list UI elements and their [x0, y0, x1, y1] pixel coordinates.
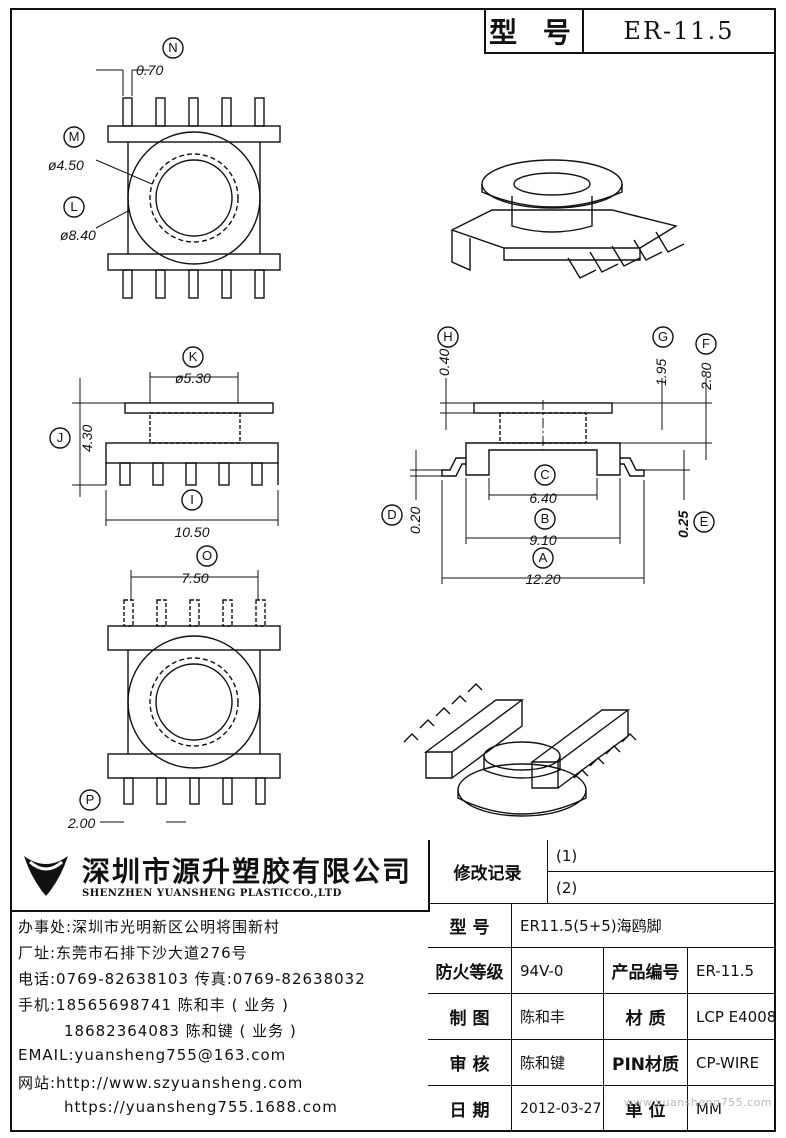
isometric-view-bottom: [403, 683, 637, 817]
info-table: 修改记录 (1) (2) 型 号 ER11.5(5+5)海鸥脚 防火等级 94V…: [428, 840, 776, 1132]
fire-rating-value: 94V-0: [512, 948, 604, 994]
dim-h-letter: H: [443, 329, 452, 344]
isometric-view-top: [450, 159, 685, 279]
drawn-by-value: 陈和丰: [512, 994, 604, 1040]
dim-a-letter: A: [539, 550, 548, 565]
dim-c-value: 6.40: [529, 490, 556, 506]
dim-k-letter: K: [189, 349, 198, 364]
title-block: 深圳市源升塑胶有限公司 SHENZHEN YUANSHENG PLASTICCO…: [10, 840, 776, 1132]
watermark: www.yuansheng755.com: [624, 1096, 773, 1109]
revision-label: 修改记录: [428, 840, 548, 904]
type-value: ER11.5(5+5)海鸥脚: [512, 904, 776, 948]
dim-p-value: 2.00: [67, 815, 95, 831]
drawn-by-label: 制 图: [428, 994, 512, 1040]
top-view: [63, 37, 281, 299]
dim-k-value: ø5.30: [175, 370, 211, 386]
dim-h-value: 0.40: [436, 349, 452, 376]
pin-material-label: PIN材质: [604, 1040, 688, 1086]
unit-label: 单 位: [604, 1086, 688, 1132]
dim-l-letter: L: [70, 199, 77, 214]
model-value: ER-11.5: [582, 8, 776, 54]
website-1[interactable]: 网站:http://www.szyuansheng.com: [18, 1074, 304, 1092]
company-name-cn: 深圳市源升塑胶有限公司: [82, 855, 413, 888]
factory-address: 厂址:东莞市石排下沙大道276号: [18, 944, 248, 962]
side-view: [381, 326, 717, 584]
company-logo-icon: [24, 856, 68, 896]
date-value: 2012-03-27: [512, 1086, 604, 1132]
product-no-label: 产品编号: [604, 948, 688, 994]
dim-j-value: 4.30: [79, 425, 95, 452]
phone-fax: 电话:0769-82638103 传真:0769-82638032: [18, 970, 366, 988]
date-label: 日 期: [428, 1086, 512, 1132]
material-value: LCP E4008: [688, 994, 776, 1040]
dim-a-value: 12.20: [525, 571, 560, 587]
dim-n-value: 0.70: [136, 62, 163, 78]
dim-f-letter: F: [702, 336, 710, 351]
dim-f-value: 2.80: [698, 363, 714, 391]
bottom-view: [79, 545, 281, 823]
website-2[interactable]: https://yuansheng755.1688.com: [64, 1098, 338, 1116]
dim-d-letter: D: [387, 507, 396, 522]
company-header: 深圳市源升塑胶有限公司 SHENZHEN YUANSHENG PLASTICCO…: [10, 840, 430, 912]
dim-e-letter: E: [700, 514, 709, 529]
product-no-value: ER-11.5: [688, 948, 776, 994]
drawing-sheet: [10, 8, 776, 1132]
dim-m-value: ø4.50: [48, 157, 84, 173]
pin-material-value: CP-WIRE: [688, 1040, 776, 1086]
mobile-2: 18682364083 陈和键 ( 业务 ): [64, 1022, 297, 1040]
dim-j-letter: J: [57, 430, 64, 445]
dim-m-letter: M: [69, 129, 80, 144]
dim-c-letter: C: [540, 467, 549, 482]
material-label: 材 质: [604, 994, 688, 1040]
company-name-en: SHENZHEN YUANSHENG PLASTICCO.,LTD: [82, 888, 342, 899]
office-address: 办事处:深圳市光明新区公明将围新村: [18, 918, 281, 936]
checked-by-value: 陈和键: [512, 1040, 604, 1086]
dim-g-letter: G: [658, 329, 668, 344]
dim-l-value: ø8.40: [60, 227, 96, 243]
dim-b-value: 9.10: [529, 532, 556, 548]
revision-1: (1): [548, 840, 776, 872]
checked-by-label: 审 核: [428, 1040, 512, 1086]
dim-p-letter: P: [86, 792, 95, 807]
dim-g-value: 1.95: [653, 359, 669, 386]
dim-i-letter: I: [190, 492, 194, 507]
revision-2: (2): [548, 872, 776, 904]
fire-rating-label: 防火等级: [428, 948, 512, 994]
dim-e-value: 0.25: [675, 511, 691, 538]
technical-drawing: N 0.70 M ø4.50 L ø8.40 K ø5.30 J 4.30 I …: [48, 37, 717, 831]
front-view: [49, 346, 279, 526]
unit-value: MM: [688, 1086, 776, 1132]
type-label: 型 号: [428, 904, 512, 948]
email: EMAIL:yuansheng755@163.com: [18, 1046, 287, 1064]
dim-o-letter: O: [202, 548, 212, 563]
mobile-1: 手机:18565698741 陈和丰 ( 业务 ): [18, 996, 289, 1014]
dim-i-value: 10.50: [174, 524, 209, 540]
model-label: 型 号: [484, 8, 584, 54]
dim-n-letter: N: [168, 40, 177, 55]
dim-b-letter: B: [541, 511, 550, 526]
dim-o-value: 7.50: [181, 570, 208, 586]
dim-d-value: 0.20: [407, 507, 423, 534]
